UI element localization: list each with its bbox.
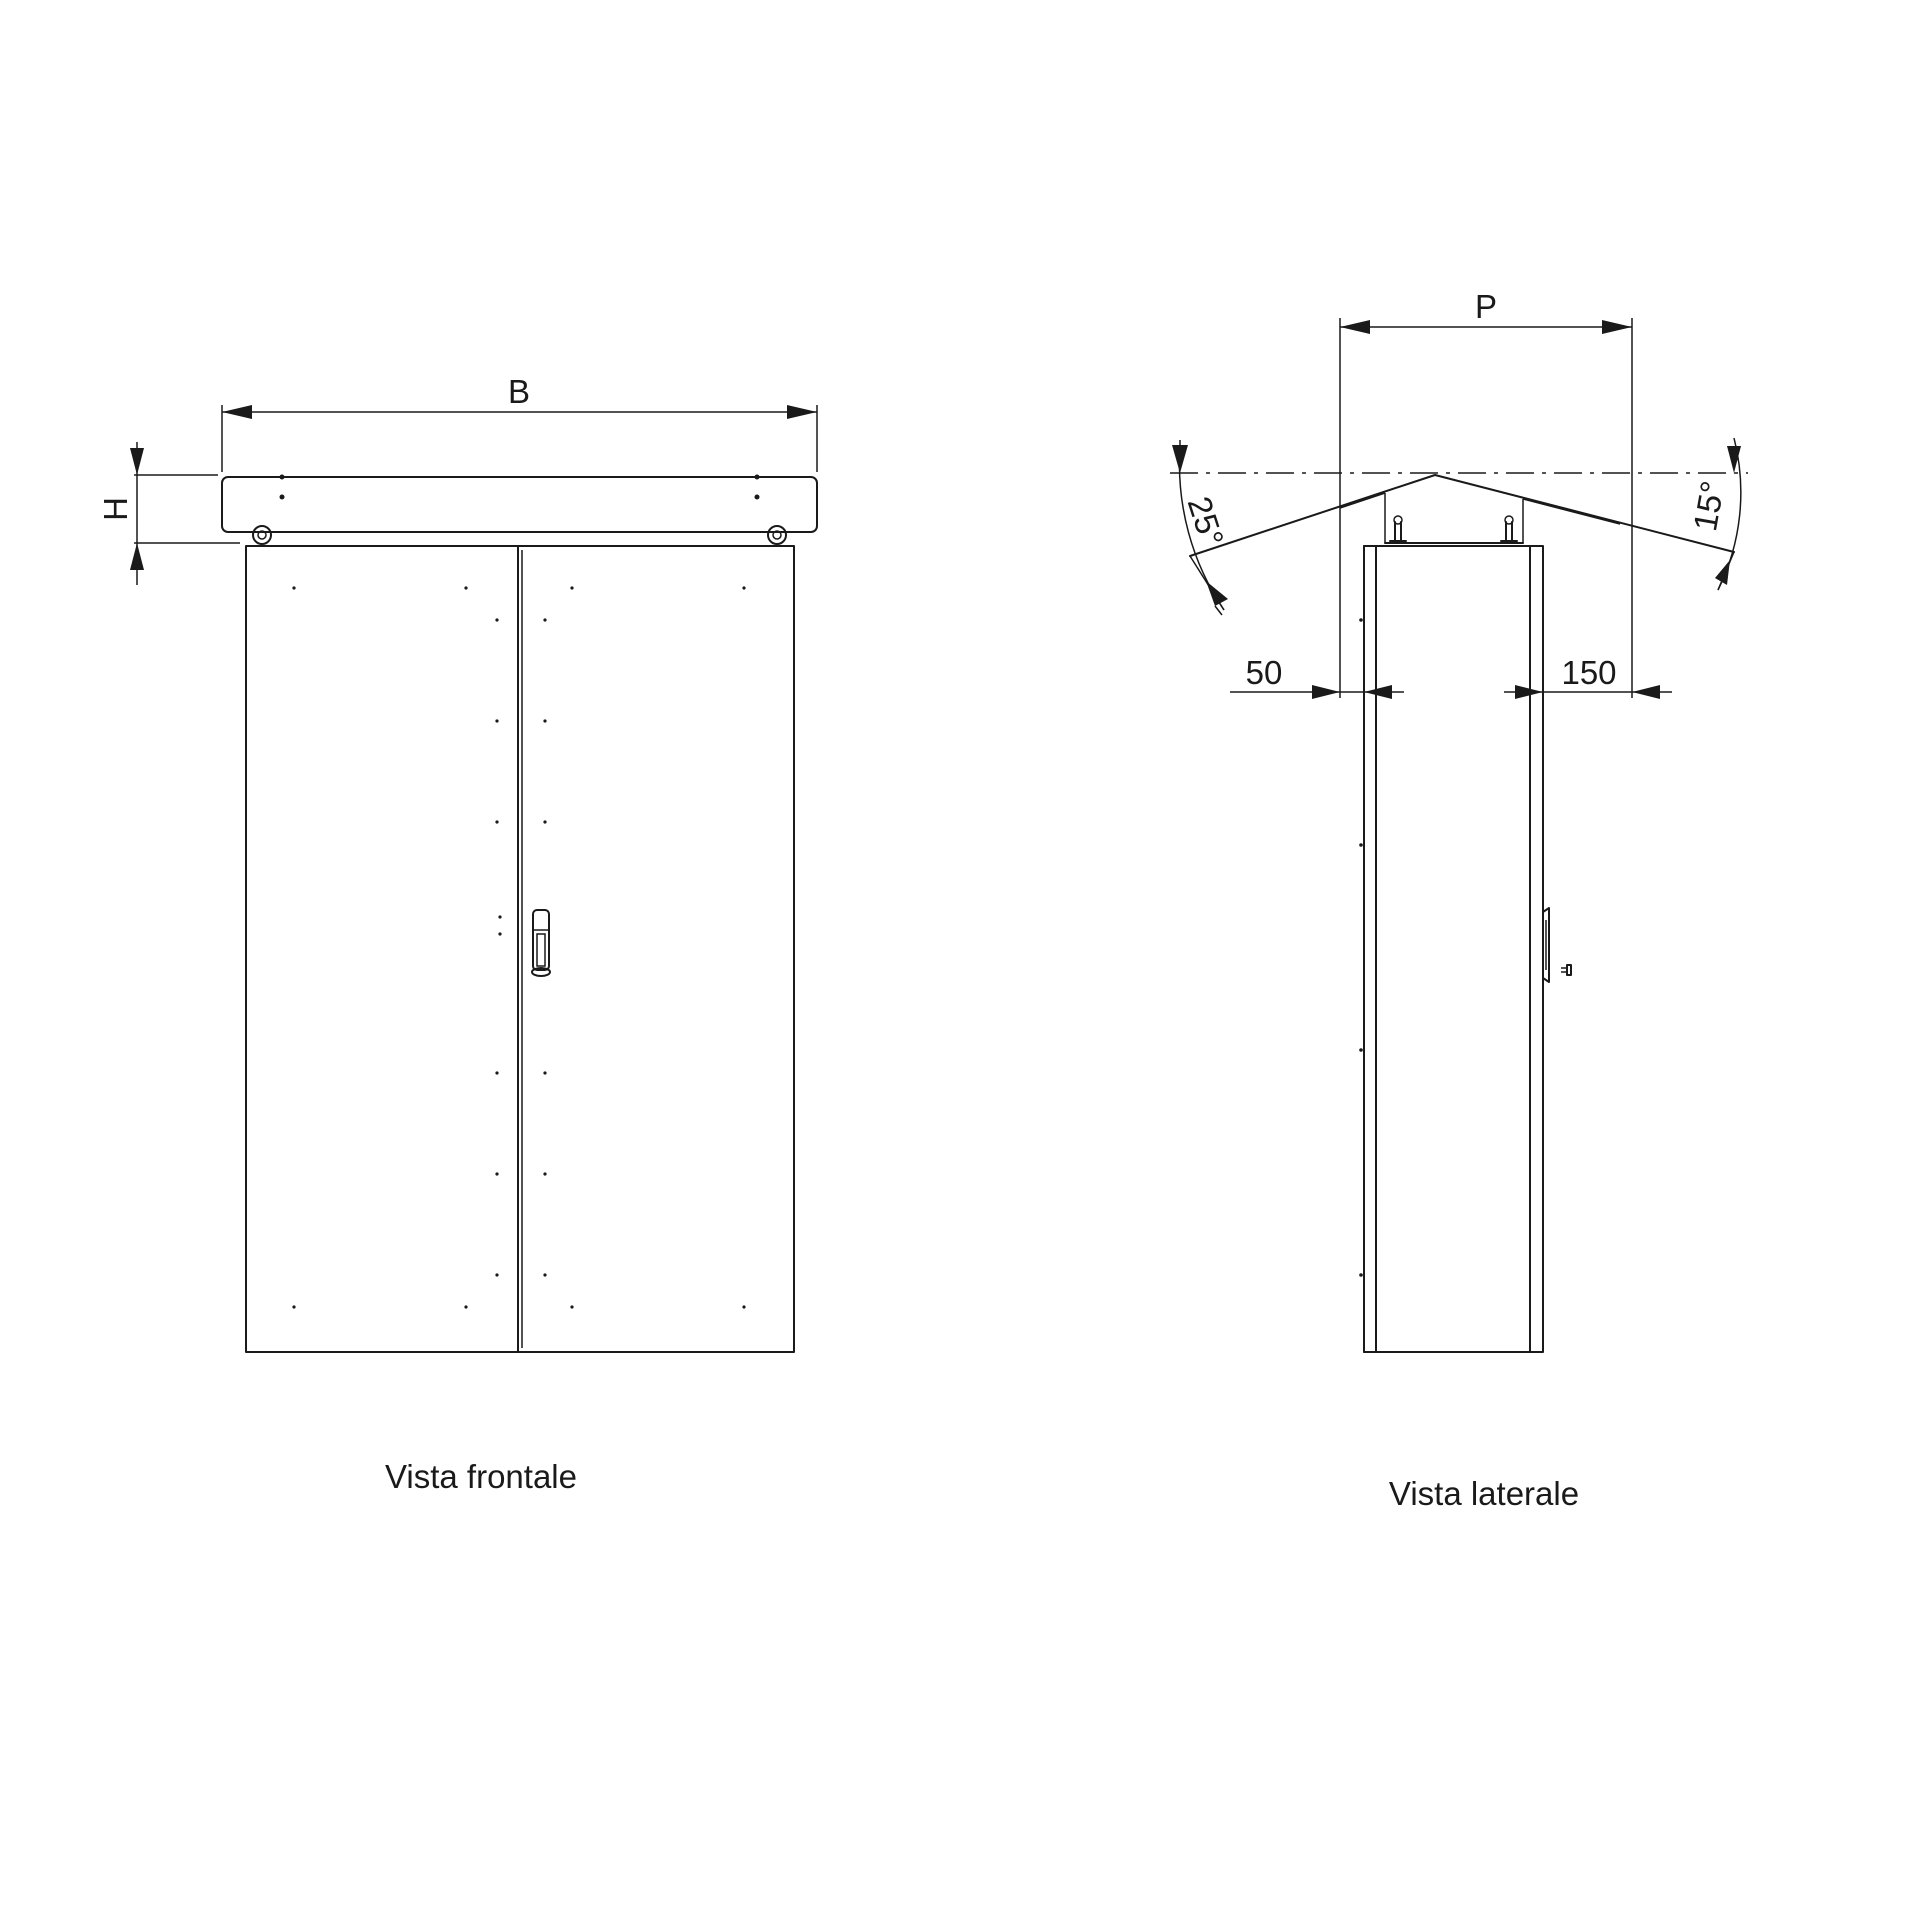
dimension-offset-150: [1504, 685, 1672, 699]
side-roof: [1189, 474, 1735, 557]
dimension-height-h: [130, 442, 240, 585]
canopy-mark: [754, 494, 760, 500]
dimension-label-p: P: [1475, 288, 1497, 325]
door-rivets: [292, 586, 746, 1309]
side-lifting-eye-left: [1389, 515, 1407, 542]
side-hinge-mark: [1359, 1273, 1363, 1277]
canopy-mark: [279, 494, 285, 500]
side-lifting-eye-right: [1500, 515, 1518, 542]
side-view-caption: Vista laterale: [1389, 1475, 1579, 1512]
side-hinge-mark: [1359, 843, 1363, 847]
lifting-eye-left: [249, 525, 275, 547]
door-handle-icon: [531, 909, 551, 977]
dimension-label-b: B: [508, 373, 530, 410]
angle-label-15: 15°: [1686, 478, 1731, 534]
side-handle-icon: [1542, 907, 1572, 983]
dimension-width-b: [221, 405, 818, 472]
front-canopy: [221, 476, 818, 533]
canopy-mark: [754, 474, 760, 480]
front-cabinet-body: [245, 545, 795, 1353]
front-view-caption: Vista frontale: [385, 1458, 577, 1495]
side-cabinet-body: [1363, 545, 1531, 1353]
side-hinge-mark: [1359, 1048, 1363, 1052]
side-hinge-mark: [1359, 618, 1363, 622]
front-view: B H Vista frontale: [97, 373, 818, 1495]
dimension-depth-p: [1339, 318, 1633, 698]
dimension-label-50: 50: [1246, 654, 1283, 691]
dimension-offset-50: [1230, 680, 1404, 704]
side-view: P 25° 15° 50: [1170, 288, 1748, 1512]
dimension-label-h: H: [97, 497, 134, 521]
dimension-label-150: 150: [1561, 654, 1616, 691]
lifting-eye-right: [764, 525, 790, 547]
angle-right-15: [1715, 437, 1742, 591]
side-door-panel: [1529, 545, 1544, 1353]
angle-left-25: [1172, 440, 1228, 616]
angle-label-25: 25°: [1181, 492, 1232, 551]
canopy-mark: [279, 474, 285, 480]
side-back-panel: [1363, 545, 1377, 1353]
